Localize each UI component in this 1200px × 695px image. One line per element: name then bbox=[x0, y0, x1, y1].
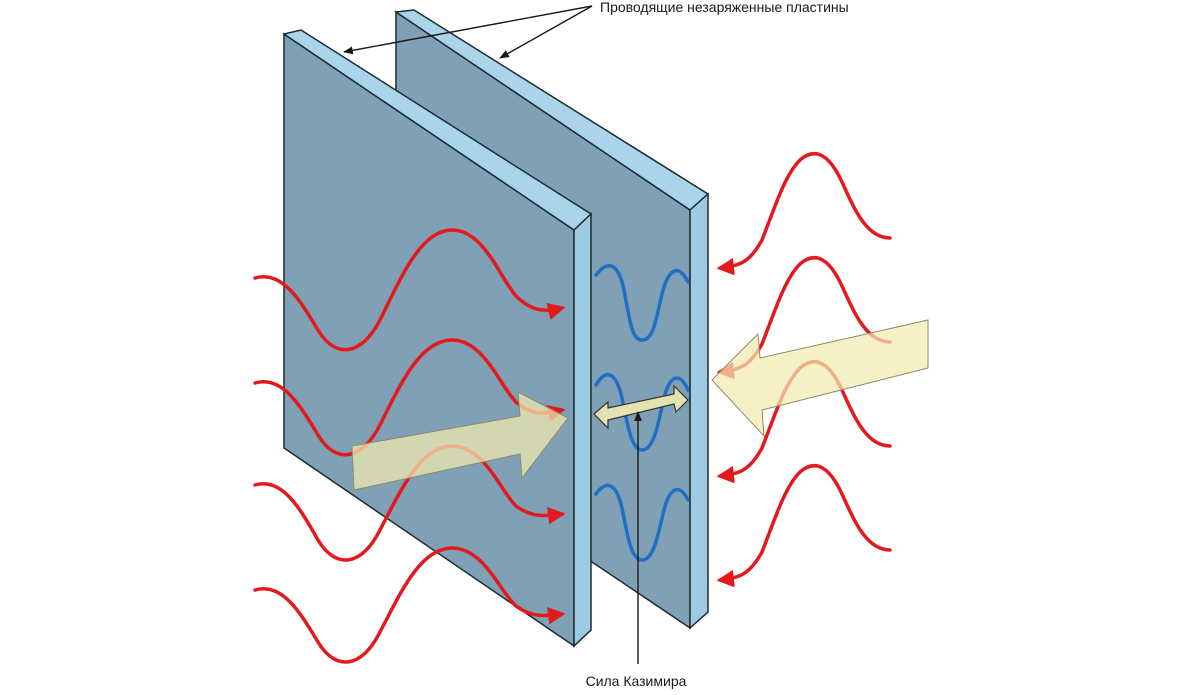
plates-leader-lines bbox=[343, 5, 593, 59]
front-plate-edge bbox=[573, 212, 592, 648]
back-plate-edge bbox=[689, 192, 709, 630]
internal-wave-2 bbox=[594, 373, 690, 452]
right-wave-4 bbox=[716, 463, 892, 588]
internal-wave-1 bbox=[594, 264, 690, 342]
left-waves bbox=[253, 228, 566, 664]
leader-line-front-plate bbox=[343, 5, 593, 55]
casimir-force-label: Сила Казимира bbox=[586, 673, 687, 689]
right-wave-1 bbox=[716, 151, 892, 276]
left-wave-4 bbox=[253, 546, 566, 664]
left-push-arrow bbox=[351, 391, 569, 491]
plates-label: Проводящие незаряженные пластины bbox=[600, 0, 849, 15]
right-push-arrow bbox=[711, 319, 929, 438]
internal-wave-3 bbox=[594, 483, 690, 562]
left-wave-3 bbox=[253, 444, 566, 562]
leader-line-back-plate bbox=[499, 5, 593, 59]
casimir-force-arrow bbox=[593, 384, 689, 430]
left-wave-1 bbox=[253, 228, 566, 352]
front-plate bbox=[282, 29, 593, 648]
internal-waves bbox=[594, 264, 690, 562]
left-wave-2 bbox=[253, 338, 566, 457]
